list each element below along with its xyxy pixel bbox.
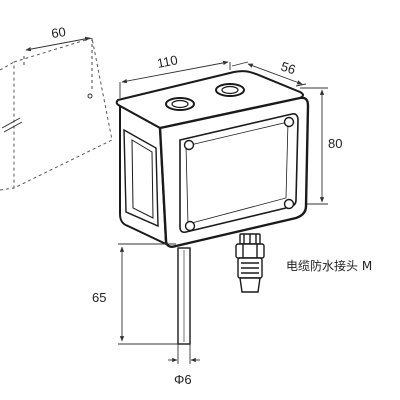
dim-label-56: 56 — [279, 59, 297, 78]
dim-label-110: 110 — [156, 52, 179, 71]
dim-label-80: 80 — [328, 136, 342, 151]
top-port-right — [215, 83, 245, 97]
dim-label-diameter: Φ6 — [174, 372, 192, 387]
sensor-housing — [115, 70, 310, 248]
wall-mount-outline — [0, 37, 113, 191]
dimension-line-d6 — [168, 344, 200, 364]
lid-screws — [183, 116, 295, 232]
temperature-probe — [177, 247, 191, 345]
cable-gland — [235, 233, 265, 293]
dimension-line-110 — [119, 60, 231, 98]
dim-label-60: 60 — [50, 24, 66, 41]
dimension-line-56 — [231, 61, 307, 87]
cable-gland-label: 电缆防水接头 M — [286, 258, 372, 273]
top-port-left — [165, 97, 195, 111]
dim-label-65: 65 — [92, 290, 106, 305]
dimension-line-60 — [23, 36, 93, 92]
dimension-line-65 — [118, 243, 178, 345]
mount-screw — [1, 93, 93, 133]
